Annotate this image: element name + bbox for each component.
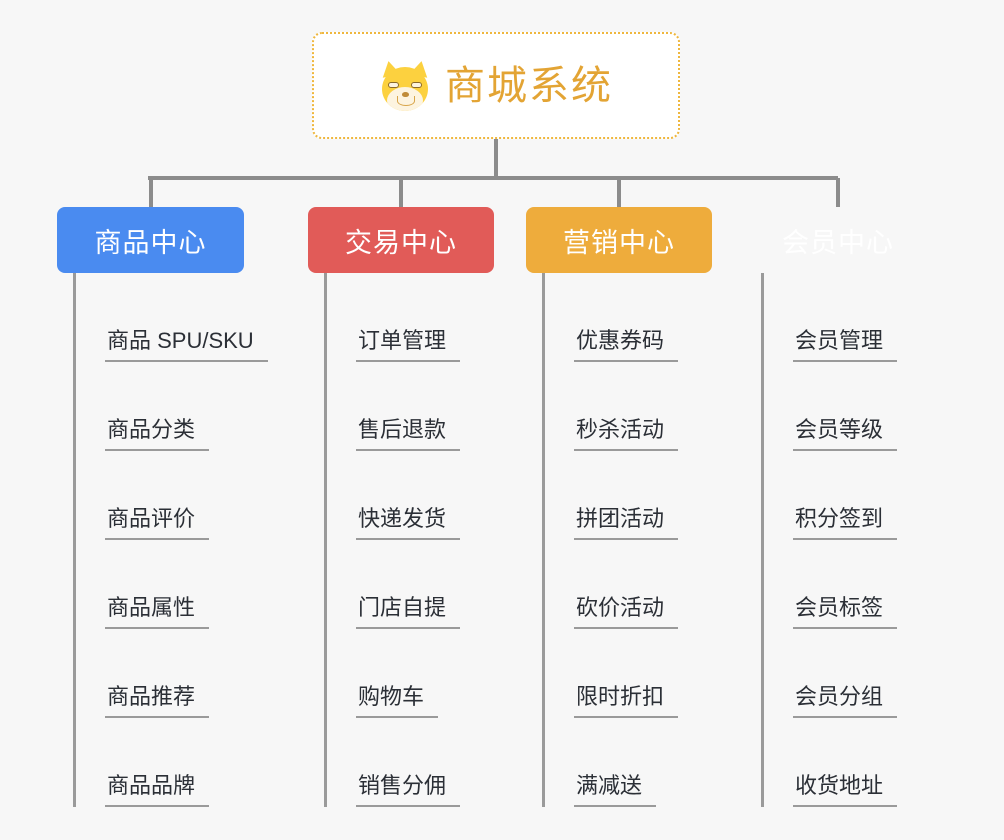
- leaf-item[interactable]: 商品品牌: [73, 718, 244, 807]
- leaf-item[interactable]: 商品 SPU/SKU: [73, 273, 268, 362]
- leaf-item[interactable]: 砍价活动: [542, 540, 712, 629]
- branch-drop-connector: [836, 178, 840, 207]
- leaf-trunk-line: [73, 273, 76, 807]
- category-box-4[interactable]: 会员中心: [782, 227, 894, 258]
- leaf-item[interactable]: 商品分类: [73, 362, 244, 451]
- branch-column-2: 交易中心订单管理售后退款快递发货门店自提购物车销售分佣: [308, 178, 494, 807]
- leaf-item[interactable]: 销售分佣: [324, 718, 494, 807]
- leaf-item-label: 优惠券码: [574, 328, 679, 362]
- leaf-item[interactable]: 会员标签: [761, 540, 931, 629]
- leaf-item-label: 售后退款: [356, 417, 461, 451]
- leaf-item[interactable]: 售后退款: [324, 362, 494, 451]
- leaf-item-label: 销售分佣: [356, 773, 461, 807]
- leaf-list: 订单管理售后退款快递发货门店自提购物车销售分佣: [308, 273, 494, 807]
- leaf-item-label: 门店自提: [356, 595, 461, 629]
- leaf-item-label: 商品分类: [105, 417, 210, 451]
- leaf-item-label: 满减送: [574, 773, 657, 807]
- leaf-item[interactable]: 商品推荐: [73, 629, 244, 718]
- leaf-item[interactable]: 秒杀活动: [542, 362, 712, 451]
- leaf-item-label: 会员等级: [793, 417, 898, 451]
- leaf-item-label: 限时折扣: [574, 684, 679, 718]
- branch-column-4: 会员中心会员管理会员等级积分签到会员标签会员分组收货地址: [745, 178, 931, 807]
- leaf-list: 商品 SPU/SKU 商品分类商品评价商品属性商品推荐商品品牌: [57, 273, 268, 807]
- leaf-item-label: 商品属性: [105, 595, 210, 629]
- root-stem-connector: [494, 139, 498, 178]
- leaf-item[interactable]: 限时折扣: [542, 629, 712, 718]
- branch-drop-connector: [399, 178, 403, 207]
- category-box-1[interactable]: 商品中心: [57, 207, 244, 273]
- branch-column-3: 营销中心优惠券码秒杀活动拼团活动砍价活动限时折扣满减送: [526, 178, 712, 807]
- leaf-item-label: 会员分组: [793, 684, 898, 718]
- leaf-item[interactable]: 购物车: [324, 629, 494, 718]
- leaf-item[interactable]: 拼团活动: [542, 451, 712, 540]
- leaf-item-label: 会员标签: [793, 595, 898, 629]
- root-title: 商城系统: [445, 63, 613, 108]
- leaf-item[interactable]: 商品属性: [73, 540, 244, 629]
- branch-bus-connector: [148, 176, 838, 180]
- leaf-item-label: 购物车: [356, 684, 439, 718]
- leaf-item[interactable]: 收货地址: [761, 718, 931, 807]
- leaf-item[interactable]: 商品评价: [73, 451, 244, 540]
- category-box-2[interactable]: 交易中心: [308, 207, 494, 273]
- leaf-list: 会员管理会员等级积分签到会员标签会员分组收货地址: [745, 273, 931, 807]
- leaf-item-label: 商品推荐: [105, 684, 210, 718]
- leaf-item-label: 订单管理: [356, 328, 461, 362]
- root-node[interactable]: 商城系统: [312, 32, 680, 139]
- leaf-item-label: 快递发货: [356, 506, 461, 540]
- leaf-item-label: 秒杀活动: [574, 417, 679, 451]
- leaf-item-label: 拼团活动: [574, 506, 679, 540]
- leaf-list: 优惠券码秒杀活动拼团活动砍价活动限时折扣满减送: [526, 273, 712, 807]
- leaf-item[interactable]: 快递发货: [324, 451, 494, 540]
- branch-drop-connector: [148, 178, 153, 207]
- leaf-item[interactable]: 会员等级: [761, 362, 931, 451]
- leaf-trunk-line: [542, 273, 545, 807]
- leaf-item[interactable]: 优惠券码: [542, 273, 712, 362]
- leaf-item-label: 砍价活动: [574, 595, 679, 629]
- category-box-3[interactable]: 营销中心: [526, 207, 712, 273]
- leaf-trunk-line: [761, 273, 764, 807]
- leaf-item[interactable]: 订单管理: [324, 273, 494, 362]
- leaf-item-label: 收货地址: [793, 773, 898, 807]
- leaf-item[interactable]: 会员管理: [761, 273, 931, 362]
- leaf-item[interactable]: 会员分组: [761, 629, 931, 718]
- branch-column-1: 商品中心商品 SPU/SKU 商品分类商品评价商品属性商品推荐商品品牌: [57, 178, 268, 807]
- leaf-item-label: 会员管理: [793, 328, 898, 362]
- leaf-item-label: 商品 SPU/SKU: [105, 328, 268, 362]
- branch-drop-connector: [617, 178, 621, 207]
- leaf-item[interactable]: 门店自提: [324, 540, 494, 629]
- leaf-item-label: 积分签到: [793, 506, 898, 540]
- leaf-item[interactable]: 满减送: [542, 718, 712, 807]
- shiba-inu-icon: [379, 58, 431, 112]
- leaf-item[interactable]: 积分签到: [761, 451, 931, 540]
- leaf-item-label: 商品品牌: [105, 773, 210, 807]
- leaf-item-label: 商品评价: [105, 506, 210, 540]
- leaf-trunk-line: [324, 273, 327, 807]
